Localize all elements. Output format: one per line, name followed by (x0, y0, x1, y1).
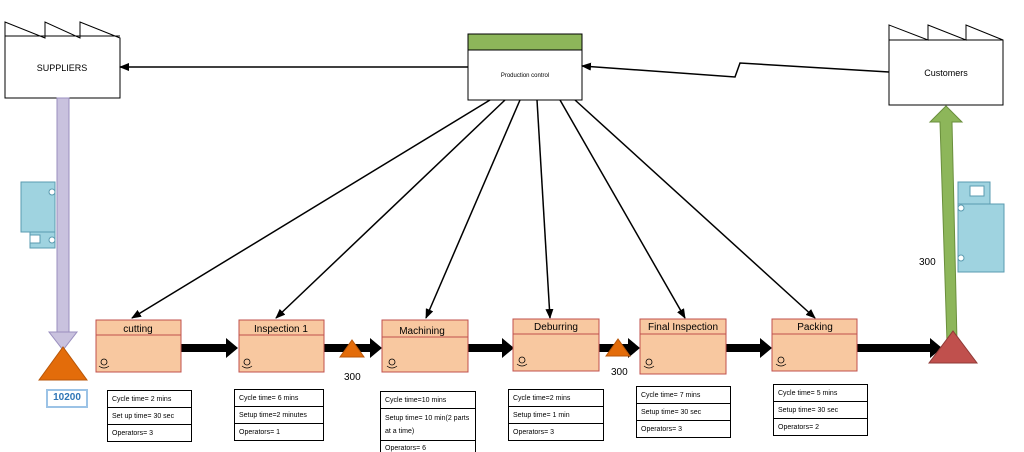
push-arrow-5 (726, 338, 772, 358)
cycle-time: Cycle time= 6 mins (235, 390, 323, 407)
schedule-arrow-cutting (131, 99, 491, 319)
process-inspection-1: Inspection 1 (238, 319, 325, 373)
process-deburring: Deburring (512, 318, 600, 372)
process-title-packing: Packing (797, 322, 833, 333)
data-box-cutting: Cycle time= 2 mins Set up time= 30 sec O… (107, 390, 192, 442)
process-final-inspection: Final Inspection (639, 318, 727, 375)
schedule-arrows (131, 99, 816, 319)
electronic-info-flow-from-customers (581, 62, 890, 78)
operators: Operators= 6 (385, 445, 427, 452)
inventory-triangle-shipping (928, 330, 978, 364)
customers-label: Customers (924, 68, 968, 78)
inventory-triangle-raw (38, 346, 88, 381)
process-title-deburring: Deburring (534, 322, 578, 333)
data-box-deburring: Cycle time=2 mins Setup time= 1 min Oper… (508, 389, 604, 441)
data-box-final-inspection: Cycle time= 7 mins Setup time= 30 sec Op… (636, 386, 731, 438)
setup-time: Setup time=2 minutes (235, 407, 323, 424)
setup-time: Setup time= 10 min(2 parts at a time) (381, 409, 475, 441)
schedule-arrow-deburring (536, 99, 554, 319)
inventory-count-inspection: 300 (344, 372, 361, 383)
schedule-arrow-packing (574, 99, 816, 319)
schedule-arrow-inspection (275, 99, 506, 319)
operator-icon (241, 358, 253, 369)
process-title-inspection-1: Inspection 1 (254, 324, 308, 335)
inventory-raw-count: 10200 (46, 389, 88, 408)
cycle-time: Cycle time= 2 mins (108, 391, 191, 408)
data-box-machining: Cycle time=10 mins Setup time= 10 min(2 … (380, 391, 476, 452)
cycle-time: Cycle time= 5 mins (774, 385, 867, 402)
setup-time: Set up time= 30 sec (108, 408, 191, 425)
cycle-time: Cycle time= 7 mins (637, 387, 730, 404)
operators: Operators= 3 (513, 429, 555, 436)
schedule-arrow-final-inspection (559, 99, 686, 319)
operators: Operators= 3 (112, 430, 154, 437)
push-arrow-6 (857, 338, 942, 358)
process-cutting: cutting (95, 319, 182, 373)
process-packing: Packing (771, 318, 858, 372)
process-title-final-inspection: Final Inspection (648, 322, 718, 333)
customer-truck-icon (957, 181, 1005, 273)
inventory-count-deburring: 300 (611, 367, 628, 378)
production-control-label: Production control (501, 73, 549, 79)
cycle-time: Cycle time=2 mins (509, 390, 603, 407)
operator-icon (386, 358, 398, 369)
data-box-packing: Cycle time= 5 mins Setup time= 30 sec Op… (773, 384, 868, 436)
setup-time: Setup time= 1 min (509, 407, 603, 424)
customer-shipment-arrow (928, 105, 964, 343)
cycle-time: Cycle time=10 mins (381, 392, 475, 409)
inventory-count-shipping: 300 (919, 257, 936, 268)
suppliers-factory: SUPPLIERS (4, 21, 121, 99)
supplier-truck-icon (20, 181, 56, 249)
operator-icon (98, 358, 110, 369)
suppliers-label: SUPPLIERS (37, 63, 88, 73)
customers-factory: Customers (888, 24, 1004, 106)
production-control-header (467, 33, 583, 51)
supplier-shipment-arrow (47, 97, 79, 351)
inventory-triangle-inspection (339, 339, 365, 358)
data-box-inspection-1: Cycle time= 6 mins Setup time=2 minutes … (234, 389, 324, 441)
push-arrow-1 (181, 338, 238, 358)
production-control-box: Production control (467, 33, 583, 101)
process-title-machining: Machining (399, 326, 445, 337)
process-title-cutting: cutting (123, 324, 152, 335)
setup-time: Setup time= 30 sec (774, 402, 867, 419)
operators: Operators= 3 (641, 426, 683, 433)
operator-icon (516, 356, 528, 367)
process-machining: Machining (381, 319, 469, 373)
schedule-arrow-machining (425, 99, 521, 319)
operator-icon (775, 356, 787, 367)
operators: Operators= 2 (778, 424, 820, 431)
setup-time: Setup time= 30 sec (637, 404, 730, 421)
operators: Operators= 1 (239, 429, 281, 436)
inventory-triangle-deburring (605, 338, 631, 357)
operator-icon (643, 358, 655, 369)
push-arrow-3 (468, 338, 514, 358)
